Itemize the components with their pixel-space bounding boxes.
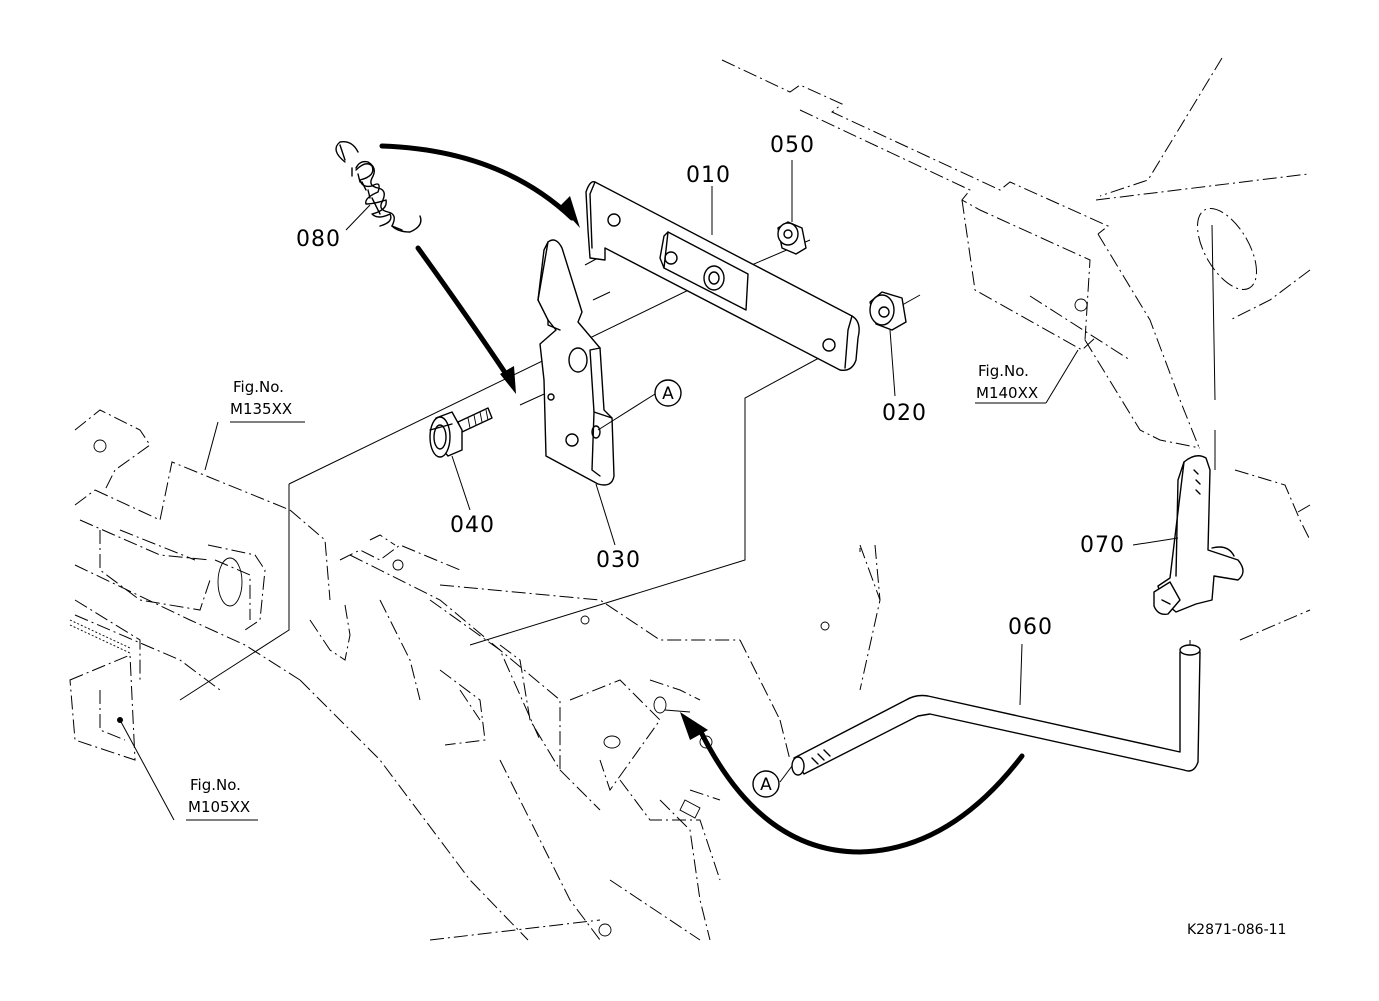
ref-m135-line2: M135XX bbox=[230, 400, 292, 418]
label-part-040: 040 bbox=[450, 513, 495, 538]
part-050-nut[interactable] bbox=[777, 221, 807, 255]
part-020-nut[interactable] bbox=[869, 291, 907, 331]
label-part-020: 020 bbox=[882, 401, 927, 426]
drawing-number: K2871-086-11 bbox=[1187, 922, 1286, 938]
part-010-plate[interactable] bbox=[585, 181, 860, 371]
ref-m140-line1: Fig.No. bbox=[978, 362, 1029, 380]
ref-m140-line2: M140XX bbox=[976, 384, 1038, 402]
label-part-010: 010 bbox=[686, 163, 731, 188]
label-part-030: 030 bbox=[596, 548, 641, 573]
ref-m135-line1: Fig.No. bbox=[233, 378, 284, 396]
label-part-070: 070 bbox=[1080, 533, 1125, 558]
leader-lines bbox=[117, 160, 1179, 821]
marker-a-lower-label: A bbox=[760, 775, 772, 795]
part-080-spring[interactable] bbox=[335, 141, 422, 233]
label-part-060: 060 bbox=[1008, 615, 1053, 640]
motion-arrows bbox=[379, 143, 1025, 855]
part-060-rod[interactable] bbox=[791, 644, 1201, 776]
ref-m105-line2: M105XX bbox=[188, 798, 250, 816]
part-040-bolt[interactable] bbox=[429, 407, 493, 458]
marker-a-upper: A bbox=[654, 379, 682, 407]
marker-a-upper-label: A bbox=[662, 384, 674, 404]
tractor-frame-phantom bbox=[69, 57, 1311, 941]
marker-a-lower: A bbox=[752, 770, 780, 798]
part-070-arm[interactable] bbox=[1153, 455, 1244, 616]
assembly-center-lines bbox=[179, 224, 1216, 713]
part-030-bracket[interactable] bbox=[537, 239, 615, 486]
ref-m105-line1: Fig.No. bbox=[190, 776, 241, 794]
label-part-050: 050 bbox=[770, 133, 815, 158]
label-part-080: 080 bbox=[296, 227, 341, 252]
